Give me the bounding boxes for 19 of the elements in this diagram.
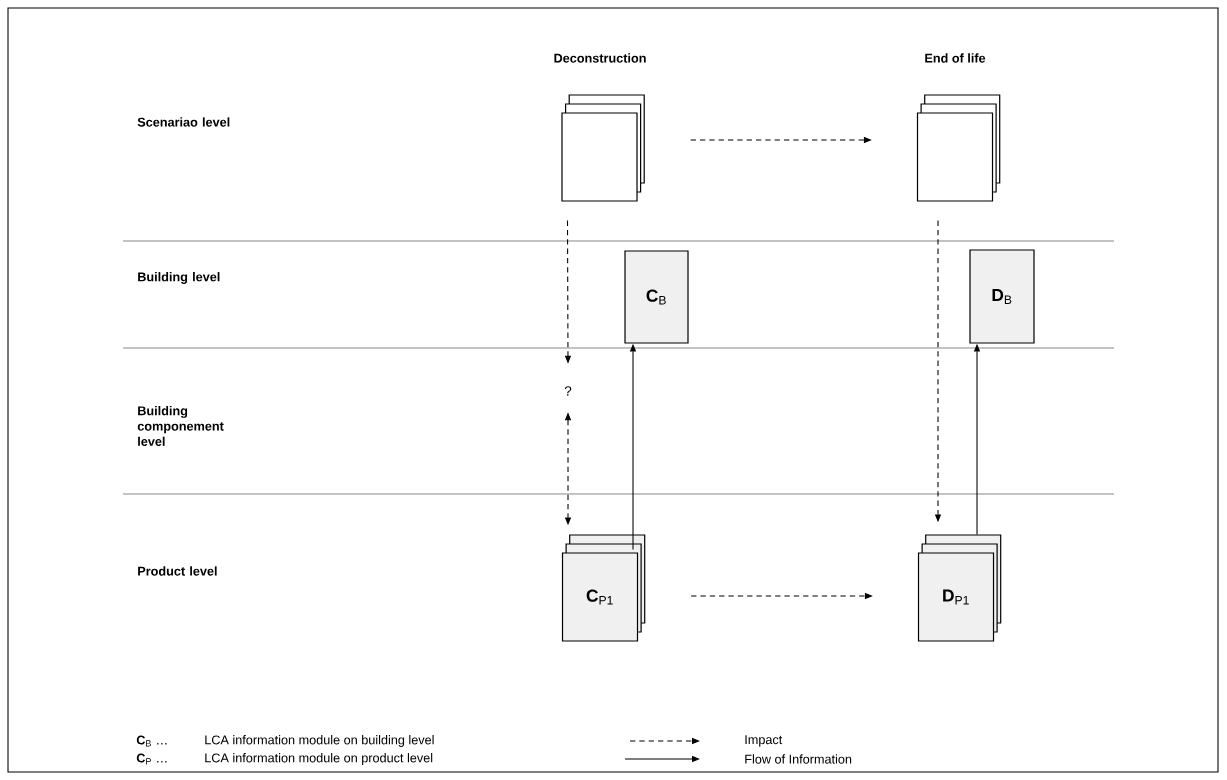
question-mark: ? — [564, 386, 572, 396]
module-box: D$_{B}$ — [969, 249, 1035, 344]
row-label: Scenariao level — [137, 117, 230, 127]
module-box: C$_{B}$ — [624, 250, 689, 344]
row-label: Building componement level — [137, 406, 224, 446]
column-heading: End of life — [925, 53, 986, 63]
legend-text: Flow of Information — [745, 754, 852, 764]
key-text: LCA information module on building level — [205, 735, 434, 747]
document-stack — [916, 94, 1001, 202]
document-stack — [561, 94, 645, 202]
key-symbol: C$_{P}$ … — [136, 753, 167, 765]
document-stack: C$_{P1}$ — [561, 534, 646, 642]
legend-text: Impact — [745, 735, 783, 747]
row-label: Product level — [138, 566, 217, 576]
key-symbol: C$_{B}$ … — [136, 735, 167, 747]
row-label: Building level — [138, 272, 220, 284]
document-stack: D$_{P1}$ — [917, 534, 1002, 642]
key-text: LCA information module on product level — [205, 753, 433, 765]
column-heading: Deconstruction — [554, 53, 646, 63]
